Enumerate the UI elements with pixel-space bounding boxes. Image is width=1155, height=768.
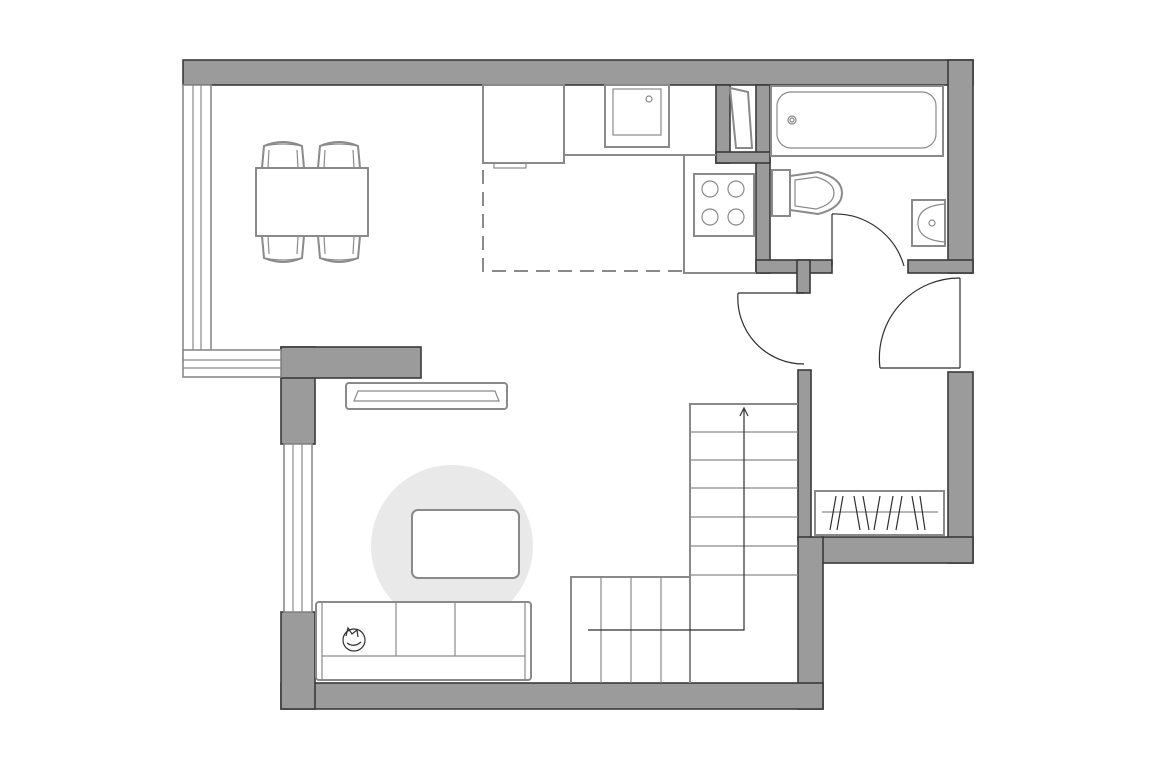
kitchen-counter [564,154,756,274]
doors [737,213,961,369]
wall-bath-left [755,84,771,274]
window-step-ledge [182,349,282,378]
wall-hall-bottom [821,536,974,564]
sofa [315,601,532,681]
wall-bath-bottom-right [907,259,974,274]
wall-hall-left [797,369,812,541]
kitchen-sink [604,84,670,148]
wall-stair-right [797,536,824,710]
dining-chair [317,141,361,169]
washbasin [911,199,946,247]
living-room [315,382,533,681]
bathtub [770,85,944,157]
cat-icon [342,626,366,652]
walls [182,59,974,710]
wall-right-lower [947,371,974,564]
wall-nook-bottom [715,151,771,164]
dining-chair [261,141,305,169]
bathroom [770,85,946,247]
wall-stub [796,259,811,294]
nook-cabinet [728,86,754,149]
wall-bottom [280,682,824,710]
kitchen [482,84,756,274]
entrance-door [878,277,961,369]
window-left-upper [182,84,212,363]
coffee-table [411,509,520,579]
windows [182,84,313,613]
dining-chair [261,235,305,263]
wall-left-lower [280,611,316,710]
up-arrow-icon [588,410,745,631]
refrigerator [482,84,565,164]
bathroom-door [831,213,905,267]
wall-right-upper [947,59,974,274]
window-left-lower [283,443,313,613]
wardrobe [814,490,945,536]
dining-set [255,141,369,263]
wall-top [182,59,974,86]
toilet [771,169,844,217]
kitchen-island-outline [482,170,684,272]
dining-table [255,167,369,237]
wall-bath-bottom-left [755,259,833,274]
stove [693,173,755,237]
staircase [570,403,798,683]
dining-chair [317,235,361,263]
living-door [737,292,805,365]
wall-step-top [280,346,422,379]
tv-console [345,382,508,410]
